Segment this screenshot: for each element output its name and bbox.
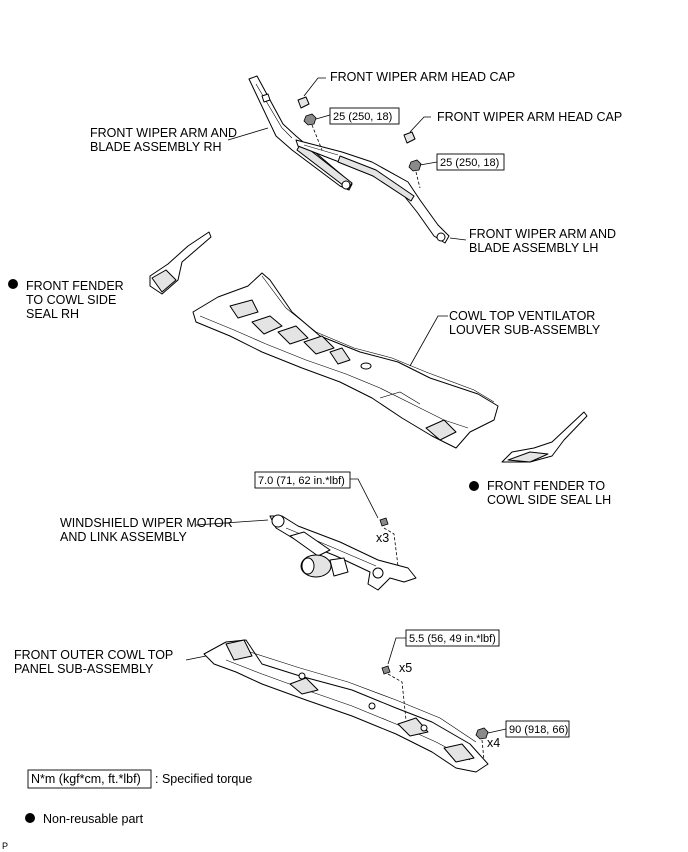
seal-rh-label-line1: FRONT FENDER [26,279,124,293]
torque-box-cowl-bolt: 5.5 (56, 49 in.*lbf) [405,629,500,647]
torque-box-cowl-nut: 90 (918, 66) [505,720,570,738]
legend-torque: N*m (kgf*cm, ft.*lbf) : Specified torque [27,769,252,789]
svg-text:5.5 (56, 49 in.*lbf): 5.5 (56, 49 in.*lbf) [409,633,496,645]
cowl-nut-illustration [475,727,489,761]
torque-box-arm-lh: 25 (250, 18) [436,153,505,171]
fender-seal-lh-illustration [501,411,588,463]
wiper-motor-label-line2: AND LINK ASSEMBLY [60,530,188,544]
qty-motor-bolt: x3 [376,531,389,545]
qty-cowl-bolt: x5 [399,661,412,675]
legend-torque-box-text: N*m (kgf*cm, ft.*lbf) [31,772,141,786]
arm-nut-lh-illustration [408,159,422,172]
arm-nut-rh-illustration [303,113,317,126]
seal-rh-label-line3: SEAL RH [26,307,79,321]
cowl-bolt-illustration [381,665,407,721]
seal-lh-label-line1: FRONT FENDER TO [487,479,605,493]
svg-text:25 (250, 18): 25 (250, 18) [440,157,499,169]
head-cap-rh-illustration [297,96,310,109]
torque-box-arm-rh: 25 (250, 18) [329,107,400,125]
louver-label-line2: LOUVER SUB-ASSEMBLY [449,323,601,337]
head-cap-label-2: FRONT WIPER ARM HEAD CAP [437,110,622,124]
svg-text:7.0 (71, 62 in.*lbf): 7.0 (71, 62 in.*lbf) [258,475,345,487]
wiper-motor-link-illustration [269,514,417,591]
svg-text:25 (250, 18): 25 (250, 18) [333,111,392,123]
corner-mark: P [2,841,8,851]
wiper-motor-label-line1: WINDSHIELD WIPER MOTOR [60,516,233,530]
nonreusable-dot-seal-lh [469,481,479,491]
wiper-arm-lh-illustration [295,139,450,244]
qty-cowl-nut: x4 [487,736,500,750]
outer-cowl-label-line2: PANEL SUB-ASSEMBLY [14,662,154,676]
torque-box-motor-bolt: 7.0 (71, 62 in.*lbf) [254,471,351,489]
outer-cowl-panel-illustration [203,639,489,773]
wiper-arm-rh-illustration [248,75,353,191]
seal-lh-label-line2: COWL SIDE SEAL LH [487,493,611,507]
svg-text:90 (918, 66): 90 (918, 66) [509,724,568,736]
arm-lh-label-line1: FRONT WIPER ARM AND [469,227,616,241]
louver-label-line1: COWL TOP VENTILATOR [449,309,595,323]
legend-torque-desc: : Specified torque [155,772,252,786]
arm-lh-label-line2: BLADE ASSEMBLY LH [469,241,598,255]
head-cap-label-1: FRONT WIPER ARM HEAD CAP [330,70,515,84]
cowl-louver-illustration [192,272,499,449]
legend-nonreusable-text: Non-reusable part [43,812,144,826]
outer-cowl-label-line1: FRONT OUTER COWL TOP [14,648,173,662]
head-cap-lh-illustration [403,131,416,144]
fender-seal-rh-illustration [149,231,212,295]
legend-nonreusable: Non-reusable part [25,812,144,826]
nonreusable-dot-seal-rh [8,279,18,289]
arm-rh-label-line2: BLADE ASSEMBLY RH [90,140,222,154]
arm-rh-label-line1: FRONT WIPER ARM AND [90,126,237,140]
seal-rh-label-line2: TO COWL SIDE [26,293,116,307]
